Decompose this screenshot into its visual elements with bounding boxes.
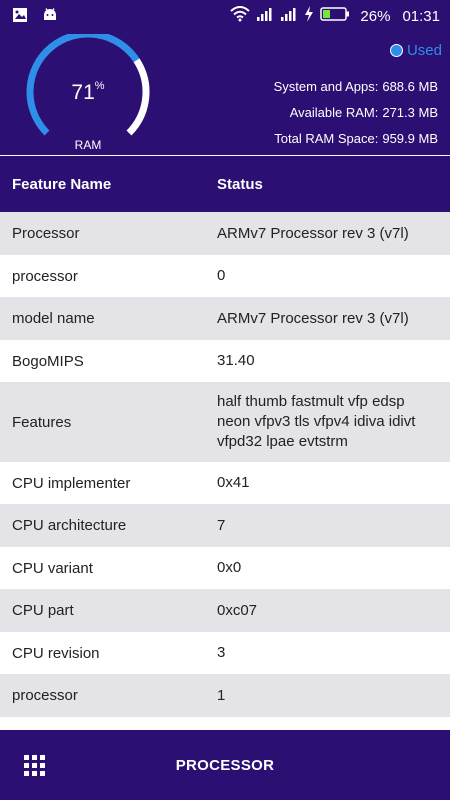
feature-status: 1: [217, 686, 226, 704]
feature-name: processor: [12, 687, 78, 704]
table-row: CPU revision 3: [0, 632, 450, 674]
table-row: Features half thumb fastmult vfp edsp neo…: [0, 382, 450, 462]
signal-icon: [256, 6, 274, 26]
table-row: Processor ARMv7 Processor rev 3 (v7l): [0, 212, 450, 255]
battery-icon: [320, 6, 350, 26]
stat-available-ram: Available RAM:271.3 MB: [289, 105, 438, 120]
feature-status: ARMv7 Processor rev 3 (v7l): [217, 224, 409, 242]
status-bar: 26% 01:31: [0, 0, 450, 32]
column-header-feature-name: Feature Name: [12, 176, 112, 193]
feature-name: BogoMIPS: [12, 352, 84, 370]
feature-status: 0x41: [217, 474, 250, 491]
table-row: processor 1: [0, 674, 450, 717]
feature-name: Features: [12, 413, 72, 431]
ram-used-percent: 71%: [71, 80, 105, 104]
feature-name: CPU architecture: [12, 517, 127, 534]
feature-status: 3: [217, 644, 226, 661]
stat-system-apps: System and Apps:688.6 MB: [273, 79, 438, 94]
gallery-icon: [12, 7, 28, 28]
clock: 01:31: [402, 7, 440, 25]
charging-icon: [304, 6, 314, 26]
feature-name: Processor: [12, 225, 80, 242]
table-header: Feature Name Status: [0, 156, 450, 212]
used-legend: Used: [389, 42, 442, 59]
table-row: BogoMIPS 31.40: [0, 340, 450, 382]
feature-status: 0: [217, 267, 226, 284]
feature-status: 0x0: [217, 559, 242, 576]
feature-status: 7: [217, 516, 226, 534]
ram-header: 71% RAM Used System and Apps:688.6 MB Av…: [0, 30, 450, 156]
feature-status: 31.40: [217, 352, 255, 369]
ram-label: RAM: [74, 138, 102, 152]
table-row: model name ARMv7 Processor rev 3 (v7l): [0, 297, 450, 340]
ram-stats: System and Apps:688.6 MB Available RAM:2…: [270, 74, 438, 152]
bottom-bar: PROCESSOR: [0, 730, 450, 800]
android-icon: [42, 7, 58, 28]
table-row: CPU part 0xc07: [0, 589, 450, 632]
table-row: CPU architecture 7: [0, 504, 450, 547]
table-row: processor 0: [0, 255, 450, 297]
bottom-bar-title: PROCESSOR: [175, 757, 275, 774]
stat-total-ram: Total RAM Space:959.9 MB: [274, 131, 438, 146]
feature-name: CPU variant: [12, 559, 93, 577]
grid-menu-icon[interactable]: [24, 755, 45, 776]
used-legend-label: Used: [406, 42, 442, 59]
feature-name: CPU revision: [12, 644, 100, 662]
feature-name: CPU part: [12, 602, 74, 619]
column-header-status: Status: [217, 176, 263, 193]
table-row: CPU implementer 0x41: [0, 462, 450, 504]
feature-status: half thumb fastmult vfp edsp neon vfpv3 …: [217, 393, 416, 450]
table-row: CPU variant 0x0: [0, 547, 450, 589]
feature-status: 0xc07: [217, 601, 258, 619]
wifi-icon: [230, 6, 251, 26]
signal-icon: [280, 6, 298, 26]
battery-percent: 26%: [360, 7, 391, 25]
used-legend-dot: [389, 44, 403, 57]
feature-name: CPU implementer: [12, 474, 131, 492]
feature-status: ARMv7 Processor rev 3 (v7l): [217, 309, 409, 327]
ram-gauge: 71% RAM: [22, 30, 154, 154]
header-divider: [0, 155, 450, 156]
feature-name: processor: [12, 267, 78, 285]
feature-name: model name: [12, 310, 95, 327]
